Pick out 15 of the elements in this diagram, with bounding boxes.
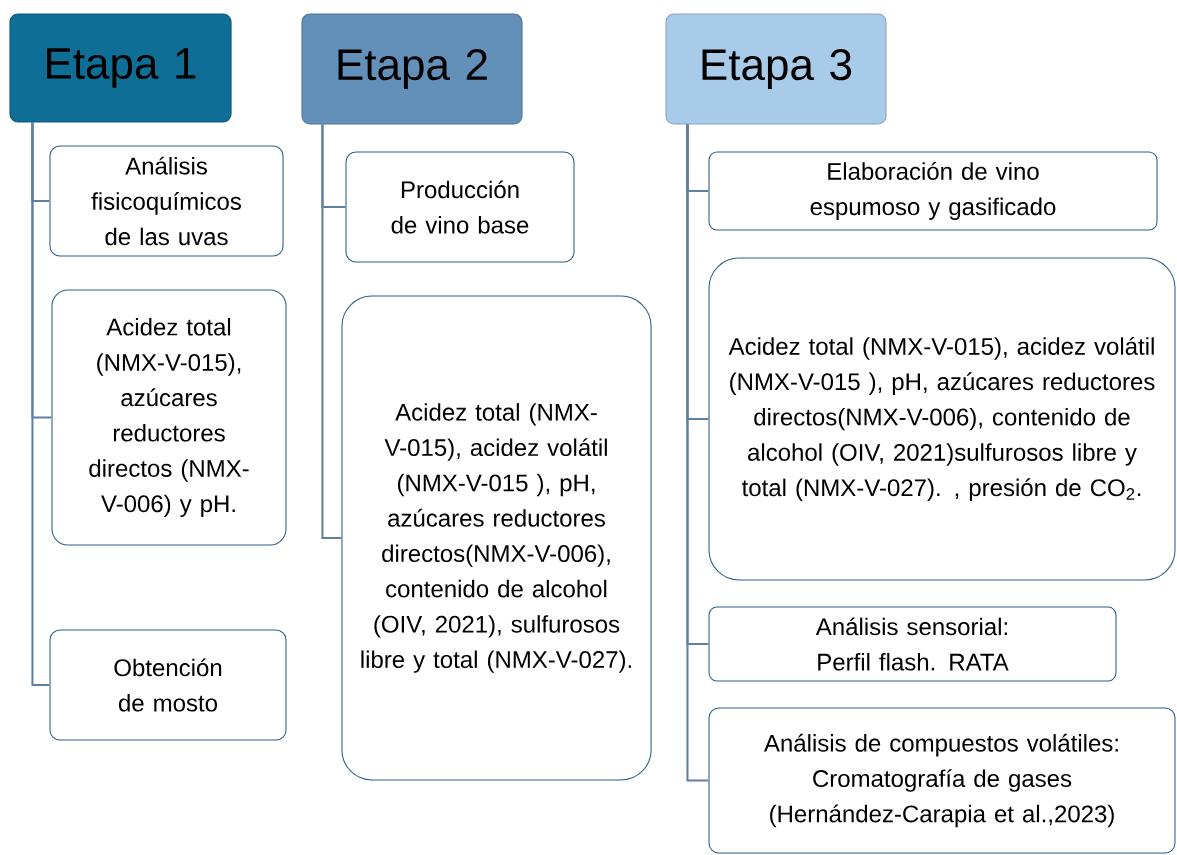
stage-header: Etapa 1: [9, 13, 232, 123]
text-box: Análisis fisicoquímicos de las uvas: [49, 145, 284, 257]
connector-line: [686, 123, 710, 782]
text-box: Análisis de compuestos volátiles: Cromatografía de gases (Hernández-Carapia et al.,2023): [708, 707, 1176, 854]
text-box: Análisis sensorial: Perfil flash. RATA: [708, 606, 1117, 682]
text-box: Obtención de mosto: [49, 629, 287, 741]
text-box: Acidez total (NMX-V-015), acidez volátil (NMX-V-015 ), pH, azúcares reductores directos(NMX-V-006), contenido de alcohol (OIV, 2021), sulfurosos libre y total (NMX-V-027).: [341, 295, 652, 781]
stage-header: Etapa 3: [665, 13, 887, 125]
text-box: Acidez total (NMX-V-015), acidez volátil (NMX-V-015 ), pH, azúcares reductores directos(NMX-V-006), contenido de alcohol (OIV, 2021)sulfurosos libre y total (NMX-V-027). , presión de CO$_{2}$.: [708, 257, 1176, 581]
connector-line: [321, 123, 343, 539]
connector-line: [31, 121, 51, 686]
text-box: Producción de vino base: [345, 151, 575, 263]
stage-header: Etapa 2: [301, 13, 523, 125]
text-box: Elaboración de vino espumoso y gasificado: [708, 151, 1158, 231]
text-box: Acidez total (NMX-V-015), azúcares reductores directos (NMX-V-006) y pH.: [51, 289, 287, 546]
